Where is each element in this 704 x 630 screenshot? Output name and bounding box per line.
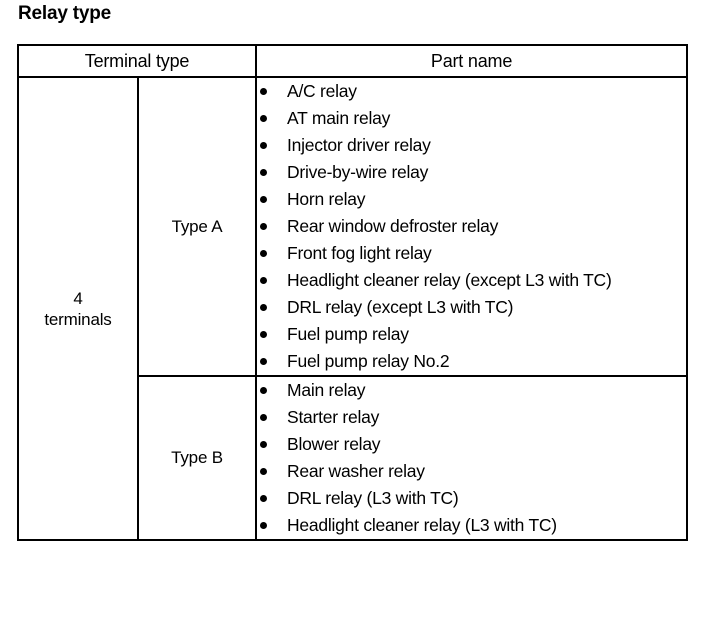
column-header-terminal-type: Terminal type bbox=[16, 44, 258, 78]
table-row: 4 terminals Type A A/C relay AT main rel… bbox=[17, 76, 689, 541]
part-name-text: Starter relay bbox=[287, 407, 380, 427]
part-list-type-b: Main relay Starter relay Blower relay Re… bbox=[257, 377, 686, 539]
part-name-text: DRL relay (L3 with TC) bbox=[287, 488, 459, 508]
list-item: Fuel pump relay bbox=[257, 321, 686, 348]
bullet-icon bbox=[260, 331, 268, 338]
list-item: DRL relay (except L3 with TC) bbox=[257, 294, 686, 321]
bullet-icon bbox=[260, 277, 268, 284]
bullet-icon bbox=[260, 88, 268, 95]
part-name-text: Fuel pump relay No.2 bbox=[287, 351, 450, 371]
table-row: Type B Main relay Starter relay Blower r… bbox=[18, 375, 689, 541]
bullet-icon bbox=[260, 358, 268, 365]
bullet-icon bbox=[260, 142, 268, 149]
part-name-text: Drive-by-wire relay bbox=[287, 162, 429, 182]
list-item: Headlight cleaner relay (L3 with TC) bbox=[257, 512, 686, 539]
list-item: AT main relay bbox=[257, 105, 686, 132]
relay-type-label-b: Type B bbox=[136, 375, 258, 541]
bullet-icon bbox=[260, 468, 268, 475]
list-item: A/C relay bbox=[257, 78, 686, 105]
part-name-text: Rear washer relay bbox=[287, 461, 425, 481]
list-item: Drive-by-wire relay bbox=[257, 159, 686, 186]
part-name-text: Blower relay bbox=[287, 434, 381, 454]
bullet-icon bbox=[260, 250, 268, 257]
list-item: Fuel pump relay No.2 bbox=[257, 348, 686, 375]
bullet-icon bbox=[260, 522, 268, 529]
relay-type-table: Terminal type Part name 4 terminals Type… bbox=[16, 44, 689, 541]
bullet-icon bbox=[260, 196, 268, 203]
list-item: DRL relay (L3 with TC) bbox=[257, 485, 686, 512]
part-name-text: DRL relay (except L3 with TC) bbox=[287, 297, 514, 317]
part-name-text: AT main relay bbox=[287, 108, 391, 128]
part-list-type-a: A/C relay AT main relay Injector driver … bbox=[257, 78, 686, 375]
relay-type-label-a: Type A bbox=[136, 76, 258, 377]
part-name-text: A/C relay bbox=[287, 81, 357, 101]
part-name-text: Headlight cleaner relay (L3 with TC) bbox=[287, 515, 557, 535]
bullet-icon bbox=[260, 495, 268, 502]
bullet-icon bbox=[260, 169, 268, 176]
bullet-icon bbox=[260, 441, 268, 448]
list-item: Rear window defroster relay bbox=[257, 213, 686, 240]
part-name-cell-type-b: Main relay Starter relay Blower relay Re… bbox=[255, 375, 689, 541]
list-item: Starter relay bbox=[257, 404, 686, 431]
part-name-text: Headlight cleaner relay (except L3 with … bbox=[287, 270, 612, 290]
part-name-text: Rear window defroster relay bbox=[287, 216, 499, 236]
part-name-text: Horn relay bbox=[287, 189, 366, 209]
list-item: Blower relay bbox=[257, 431, 686, 458]
list-item: Headlight cleaner relay (except L3 with … bbox=[257, 267, 686, 294]
bullet-icon bbox=[260, 304, 268, 311]
table-header-row: Terminal type Part name bbox=[16, 44, 689, 78]
part-name-text: Fuel pump relay bbox=[287, 324, 409, 344]
list-item: Front fog light relay bbox=[257, 240, 686, 267]
bullet-icon bbox=[260, 115, 268, 122]
list-item: Rear washer relay bbox=[257, 458, 686, 485]
list-item: Main relay bbox=[257, 377, 686, 404]
bullet-icon bbox=[260, 414, 268, 421]
terminal-count-cell: 4 terminals bbox=[17, 76, 139, 541]
page-title: Relay type bbox=[18, 3, 112, 24]
column-header-part-name: Part name bbox=[255, 44, 689, 78]
part-name-text: Main relay bbox=[287, 380, 366, 400]
list-item: Horn relay bbox=[257, 186, 686, 213]
list-item: Injector driver relay bbox=[257, 132, 686, 159]
bullet-icon bbox=[260, 387, 268, 394]
part-name-text: Injector driver relay bbox=[287, 135, 431, 155]
part-name-text: Front fog light relay bbox=[287, 243, 432, 263]
terminal-count-unit: terminals bbox=[44, 309, 112, 329]
terminal-count-number: 4 bbox=[73, 288, 83, 308]
bullet-icon bbox=[260, 223, 268, 230]
part-name-cell-type-a: A/C relay AT main relay Injector driver … bbox=[255, 76, 689, 377]
